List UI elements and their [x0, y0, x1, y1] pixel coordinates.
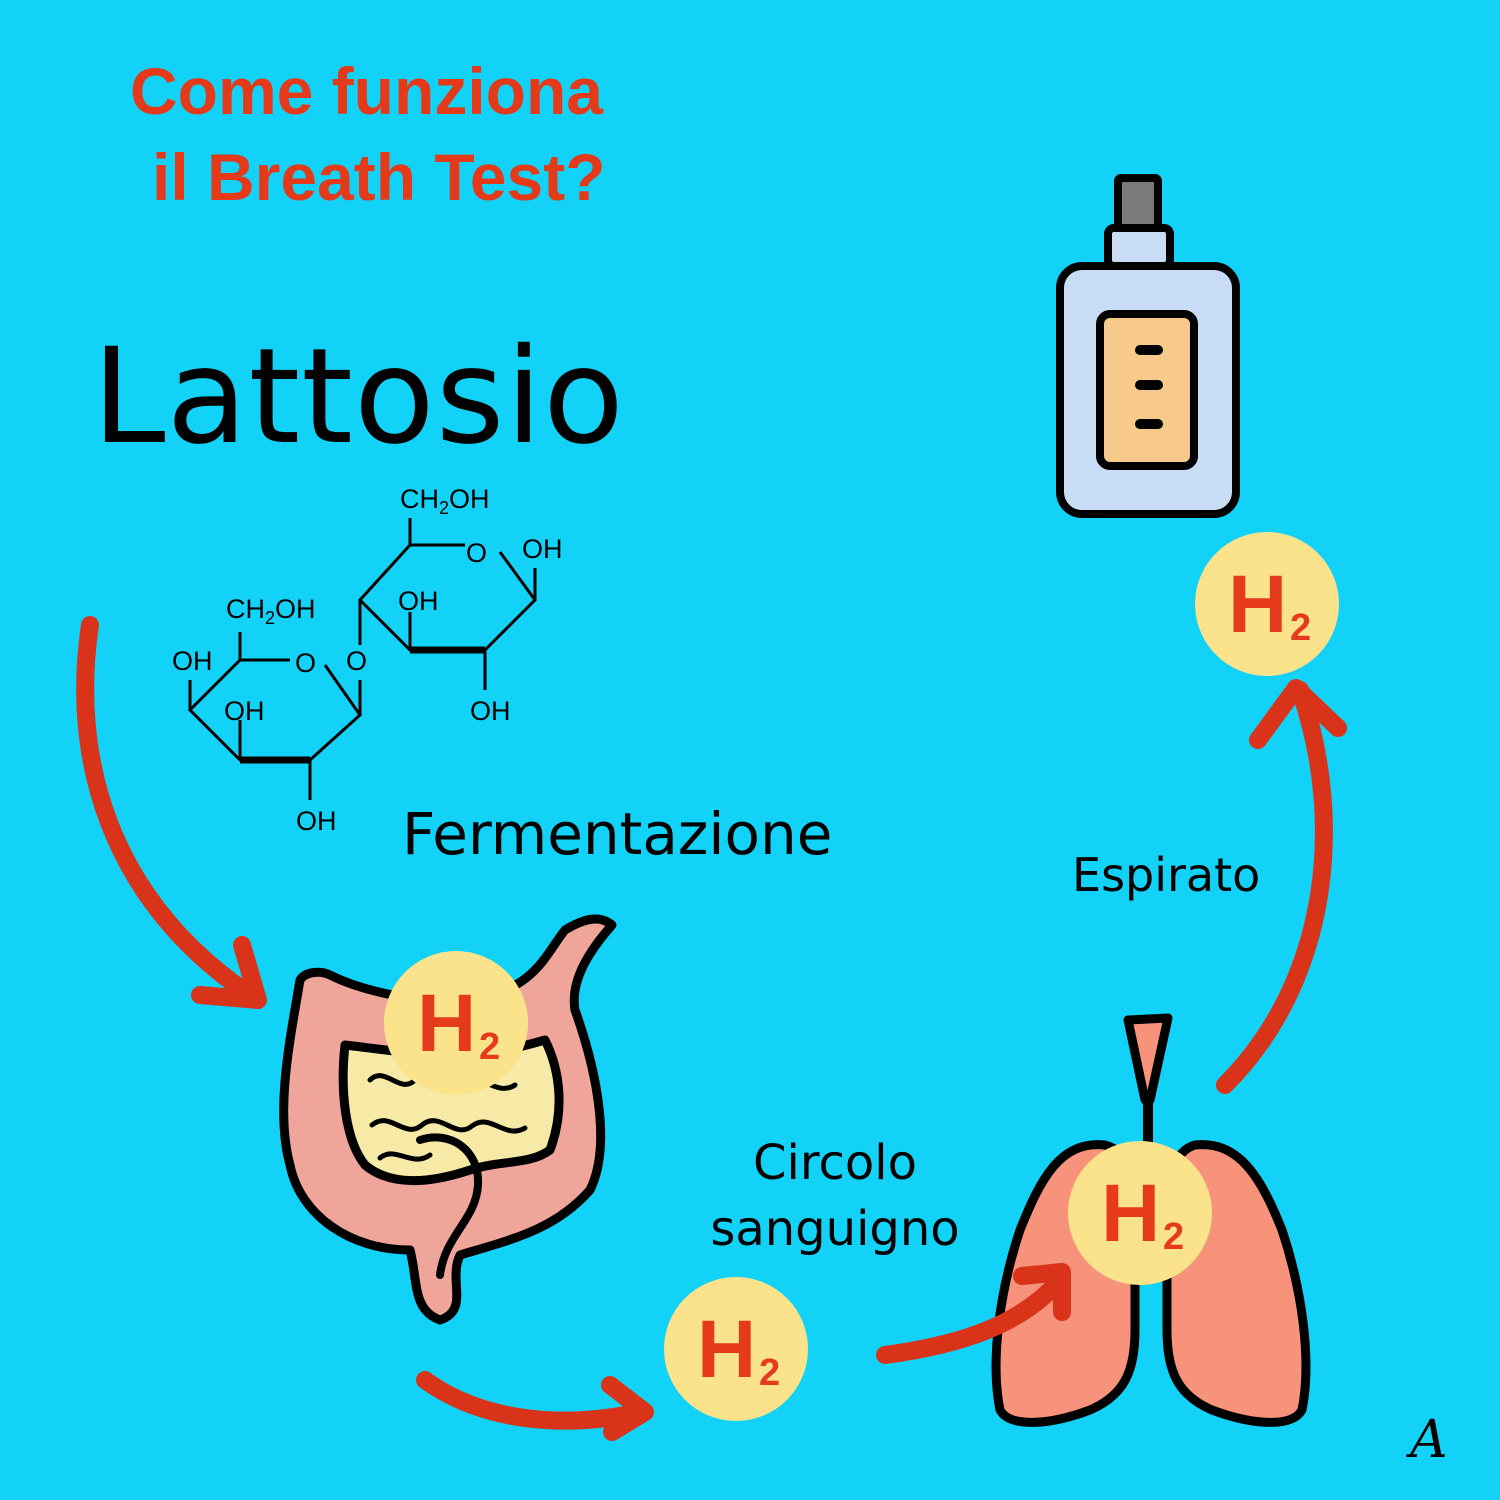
ring-o-right: O	[466, 538, 487, 568]
breath-test-device-icon	[1056, 174, 1240, 518]
arrow-lungs-to-breath	[1216, 681, 1333, 1094]
blood-circulation-label: Circolo sanguigno	[690, 1130, 980, 1262]
lactose-molecule	[187, 518, 537, 800]
ring-o-left: O	[295, 648, 316, 678]
arrow-intestine-to-blood	[416, 1371, 649, 1430]
h2-bubble-intestine: H 2	[384, 951, 528, 1095]
process-arrows	[76, 616, 1347, 1441]
arrow-lactose-to-intestine	[76, 616, 259, 1004]
h2-bubble-blood: H 2	[664, 1277, 808, 1421]
arrow-head-3	[1013, 1263, 1071, 1321]
oh-left-bottom: OH	[296, 806, 337, 836]
h2-bubble-lungs: H 2	[1068, 1141, 1212, 1285]
h2-subscript: 2	[1163, 1216, 1184, 1258]
oh-right-anomeric: OH	[522, 534, 563, 564]
oh-left-outer: OH	[172, 646, 213, 676]
h2-symbol: H	[417, 978, 476, 1069]
arrow-blood-to-lungs	[876, 1273, 1067, 1364]
ch2oh-top: CH2OH	[400, 484, 490, 518]
artist-signature: A	[1410, 1410, 1448, 1470]
oh-right-bottom: OH	[470, 696, 511, 726]
h2-symbol: H	[1228, 559, 1287, 650]
arrow-head-4	[1249, 679, 1347, 749]
fermentation-label: Fermentazione	[402, 800, 833, 868]
h2-subscript: 2	[1290, 607, 1311, 649]
glycosidic-o: O	[346, 646, 367, 676]
arrow-head-1	[191, 936, 267, 1009]
blood-label-line-2: sanguigno	[710, 1201, 960, 1257]
exhaled-label: Espirato	[1072, 848, 1261, 902]
h2-subscript: 2	[759, 1352, 780, 1394]
h2-symbol: H	[697, 1304, 756, 1395]
h2-subscript: 2	[479, 1026, 500, 1068]
arrow-head-2	[601, 1376, 654, 1441]
diagram-title: Come funziona il Breath Test?	[130, 48, 606, 220]
oh-right-inner: OH	[398, 586, 439, 616]
title-line-2: il Breath Test?	[152, 140, 606, 214]
blood-label-line-1: Circolo	[753, 1135, 917, 1191]
title-line-1: Come funziona	[130, 54, 603, 128]
oh-left-inner: OH	[224, 696, 265, 726]
h2-bubble-device: H 2	[1195, 532, 1339, 676]
lactose-label: Lattosio	[92, 320, 625, 474]
molecule-labels: CH2OH O OH OH OH CH2OH O O OH OH OH	[172, 484, 563, 836]
h2-symbol: H	[1101, 1168, 1160, 1259]
ch2oh-left: CH2OH	[226, 594, 316, 628]
